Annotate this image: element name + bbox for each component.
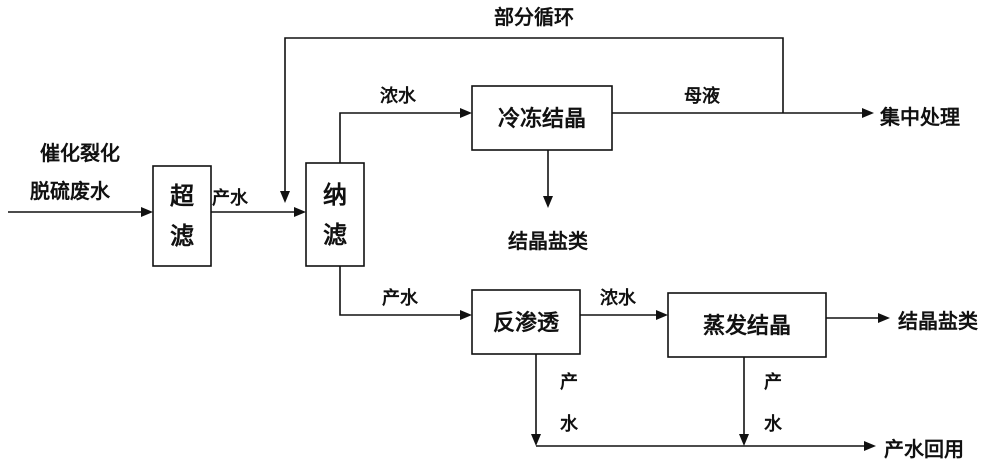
freeze-crystallization-box xyxy=(471,85,613,151)
freeze-crystallization-label: 冷冻结晶 xyxy=(498,106,586,132)
crystal-salts-freeze-label: 结晶盐类 xyxy=(508,229,588,253)
reverse-osmosis-box xyxy=(471,289,581,355)
centralized-treatment-label: 集中处理 xyxy=(879,105,960,129)
input-label-line2: 脱硫废水 xyxy=(30,179,111,203)
water-reuse-label: 产水回用 xyxy=(884,437,964,461)
ultrafiltration-box xyxy=(152,165,212,267)
evap-product-down-arrow xyxy=(739,434,749,446)
evap-salt-arrow xyxy=(878,313,890,323)
uf-to-nf-arrow xyxy=(294,207,306,217)
mother-liquor-label: 母液 xyxy=(684,85,721,107)
evap-product-water-label-2: 水 xyxy=(764,413,783,435)
ro-product-water-label-2: 水 xyxy=(560,413,579,435)
evaporative-crystallization-box xyxy=(667,292,827,358)
nanofiltration-box xyxy=(305,162,365,267)
recycle-loop-arrow xyxy=(280,191,290,203)
nanofiltration-label-1: 纳 xyxy=(323,181,347,209)
ultrafiltration-label-1: 超 xyxy=(170,182,195,210)
ro-product-down-arrow xyxy=(531,434,541,446)
ro-concentrate-arrow xyxy=(656,310,668,320)
ultrafiltration-label-2: 滤 xyxy=(170,222,194,250)
nf-product-water-label: 产水 xyxy=(382,287,419,309)
ro-product-water-label-1: 产 xyxy=(560,371,578,393)
evaporative-crystallization-label: 蒸发结晶 xyxy=(703,313,791,339)
water-reuse-arrow xyxy=(864,441,876,451)
nf-product-arrow xyxy=(460,310,472,320)
partial-recycle-label: 部分循环 xyxy=(494,5,574,29)
nf-product-line xyxy=(339,266,462,316)
input-label-line1: 催化裂化 xyxy=(40,141,120,165)
concentrate-ro-label: 浓水 xyxy=(600,287,637,309)
freeze-salt-arrow xyxy=(543,196,553,208)
evap-product-water-label-1: 产 xyxy=(764,371,782,393)
reverse-osmosis-label: 反渗透 xyxy=(493,310,560,336)
nf-concentrate-arrow xyxy=(460,108,472,118)
crystal-salts-evap-label: 结晶盐类 xyxy=(898,309,978,333)
concentrate-top-label: 浓水 xyxy=(380,85,417,107)
nanofiltration-label-2: 滤 xyxy=(323,221,347,249)
nf-concentrate-line xyxy=(339,112,462,163)
uf-product-water-label: 产水 xyxy=(212,187,249,209)
mother-liquor-arrow xyxy=(862,108,874,118)
recycle-loop-line xyxy=(284,37,784,193)
feed-arrow xyxy=(141,207,153,217)
